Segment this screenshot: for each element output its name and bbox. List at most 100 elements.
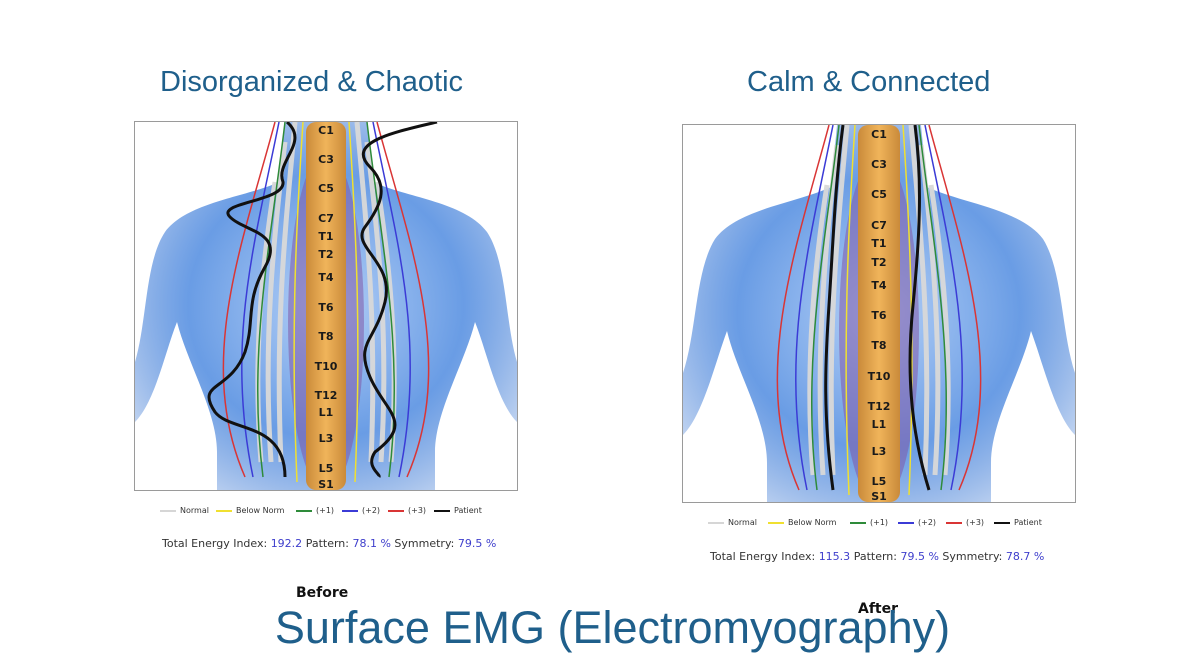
plus3-lines: [776, 125, 982, 491]
vertebra-label: T1: [871, 237, 886, 250]
spine-column: [858, 125, 900, 502]
vertebra-label: T12: [868, 400, 891, 413]
before-emg-panel: C1 C3 C5 C7 T1 T2 T4 T6 T8 T10 T12 L1 L3…: [134, 121, 518, 491]
before-caption: Before: [296, 585, 349, 601]
vertebra-label: C5: [318, 182, 334, 195]
vertebra-label: L1: [872, 418, 887, 431]
before-heading: Disorganized & Chaotic: [160, 66, 464, 98]
energy-value: 192.2: [270, 537, 303, 550]
legend-swatch: [708, 521, 724, 524]
pattern-label: Pattern:: [305, 537, 349, 550]
legend-item-plus2: (+2): [898, 518, 936, 527]
vertebra-label: C1: [871, 128, 887, 141]
symmetry-label: Symmetry:: [394, 537, 455, 550]
legend-item-normal: Normal: [160, 506, 209, 515]
legend-swatch: [342, 509, 358, 512]
after-stats: Total Energy Index: 115.3 Pattern: 79.5 …: [710, 550, 1044, 563]
legend-swatch: [434, 509, 450, 512]
energy-label: Total Energy Index:: [162, 537, 268, 550]
vertebra-labels: C1 C3 C5 C7 T1 T2 T4 T6 T8 T10 T12 L1 L3…: [315, 124, 338, 490]
vertebra-label: T12: [315, 389, 338, 402]
legend-label: Normal: [728, 518, 757, 527]
vertebra-label: T6: [318, 301, 334, 314]
plus2-lines: [794, 125, 964, 491]
legend-label: Patient: [1014, 518, 1042, 527]
after-legend: Normal Below Norm (+1) (+2) (+3) Patient: [708, 518, 1068, 532]
vertebra-label: T4: [871, 279, 887, 292]
after-heading: Calm & Connected: [747, 66, 991, 98]
pattern-label: Pattern:: [853, 550, 897, 563]
legend-label: (+3): [966, 518, 985, 527]
vertebra-label: T8: [318, 330, 333, 343]
after-emg-diagram: C1 C3 C5 C7 T1 T2 T4 T6 T8 T10 T12 L1 L3…: [683, 125, 1075, 502]
legend-swatch: [994, 521, 1010, 524]
vertebra-label: T10: [315, 360, 338, 373]
vertebra-label: C1: [318, 124, 334, 137]
legend-item-patient: Patient: [434, 506, 482, 515]
legend-item-patient: Patient: [994, 518, 1042, 527]
symmetry-value: 78.7 %: [1005, 550, 1045, 563]
patient-lines: [207, 122, 438, 478]
legend-label: (+3): [408, 506, 427, 515]
legend-swatch: [898, 521, 914, 524]
plus1-lines: [810, 125, 948, 491]
vertebra-label: T2: [871, 256, 886, 269]
legend-label: (+1): [316, 506, 335, 515]
main-title: Surface EMG (Electromyography): [274, 602, 951, 653]
legend-swatch: [768, 521, 784, 524]
legend-item-plus3: (+3): [946, 518, 984, 527]
legend-swatch: [296, 509, 312, 512]
legend-label: Below Norm: [788, 518, 837, 527]
legend-label: Below Norm: [236, 506, 285, 515]
before-emg-diagram: C1 C3 C5 C7 T1 T2 T4 T6 T8 T10 T12 L1 L3…: [135, 122, 517, 490]
vertebra-label: C3: [318, 153, 334, 166]
legend-label: (+2): [918, 518, 937, 527]
energy-label: Total Energy Index:: [710, 550, 816, 563]
vertebra-label: T6: [871, 309, 887, 322]
vertebra-label: C7: [871, 219, 887, 232]
plus2-lines: [240, 122, 412, 478]
pattern-value: 78.1 %: [352, 537, 391, 550]
vertebra-label: S1: [318, 478, 334, 490]
legend-swatch: [850, 521, 866, 524]
after-emg-panel: C1 C3 C5 C7 T1 T2 T4 T6 T8 T10 T12 L1 L3…: [682, 124, 1076, 503]
vertebra-label: L3: [872, 445, 887, 458]
legend-swatch: [388, 509, 404, 512]
patient-lines: [824, 125, 931, 491]
legend-label: (+2): [362, 506, 381, 515]
legend-item-below-norm: Below Norm: [768, 518, 836, 527]
legend-item-plus1: (+1): [850, 518, 888, 527]
vertebra-label: T10: [868, 370, 891, 383]
below-norm-lines: [293, 122, 359, 483]
legend-label: Patient: [454, 506, 482, 515]
vertebra-label: C3: [871, 158, 887, 171]
legend-label: (+1): [870, 518, 889, 527]
legend-swatch: [160, 509, 176, 512]
vertebra-label: T8: [871, 339, 886, 352]
legend-swatch: [946, 521, 962, 524]
vertebra-labels: C1 C3 C5 C7 T1 T2 T4 T6 T8 T10 T12 L1 L3…: [868, 128, 891, 502]
normal-band: [255, 122, 397, 463]
legend-item-plus1: (+1): [296, 506, 334, 515]
legend-item-plus2: (+2): [342, 506, 380, 515]
symmetry-label: Symmetry:: [942, 550, 1003, 563]
legend-item-normal: Normal: [708, 518, 757, 527]
vertebra-label: T2: [318, 248, 333, 261]
spine-column: [306, 122, 346, 490]
vertebra-label: C5: [871, 188, 887, 201]
legend-label: Normal: [180, 506, 209, 515]
before-stats: Total Energy Index: 192.2 Pattern: 78.1 …: [162, 537, 496, 550]
vertebra-label: C7: [318, 212, 334, 225]
normal-band: [807, 125, 951, 476]
vertebra-label: L5: [319, 462, 334, 475]
below-norm-lines: [845, 125, 913, 496]
legend-item-plus3: (+3): [388, 506, 426, 515]
vertebra-label: L3: [319, 432, 334, 445]
vertebra-label: S1: [871, 490, 887, 502]
plus3-lines: [222, 122, 430, 478]
after-caption: After: [858, 601, 899, 617]
vertebra-label: L1: [319, 406, 334, 419]
pattern-value: 79.5 %: [900, 550, 939, 563]
legend-item-below-norm: Below Norm: [216, 506, 284, 515]
vertebra-label: L5: [872, 475, 887, 488]
